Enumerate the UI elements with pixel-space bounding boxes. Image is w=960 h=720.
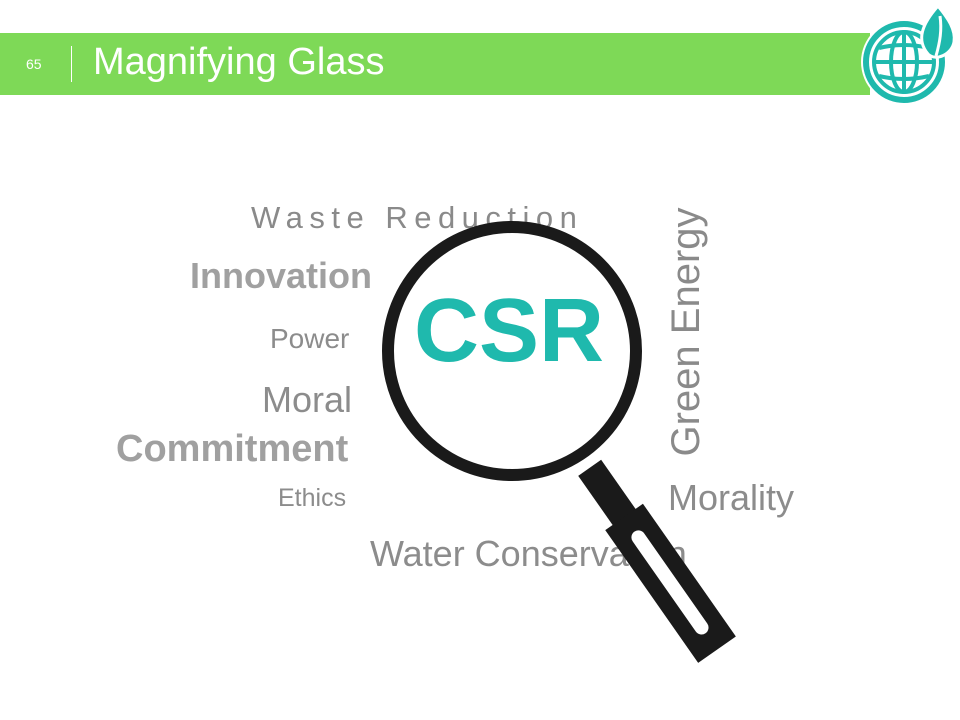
globe-leaf-icon	[861, 3, 956, 105]
word-moral: Moral	[262, 379, 353, 420]
title-divider	[71, 46, 72, 82]
title-bar	[0, 33, 870, 95]
center-word-csr: CSR	[414, 281, 605, 381]
slide-title: Magnifying Glass	[93, 41, 385, 83]
word-morality: Morality	[668, 477, 795, 518]
word-ethics: Ethics	[278, 484, 347, 512]
word-water-conservation: Water Conservation	[370, 533, 687, 574]
word-commitment: Commitment	[116, 428, 349, 470]
slide-number: 65	[26, 56, 42, 72]
word-power: Power	[270, 323, 350, 354]
word-green-energy: Green Energy	[664, 207, 708, 457]
word-innovation: Innovation	[190, 255, 372, 296]
